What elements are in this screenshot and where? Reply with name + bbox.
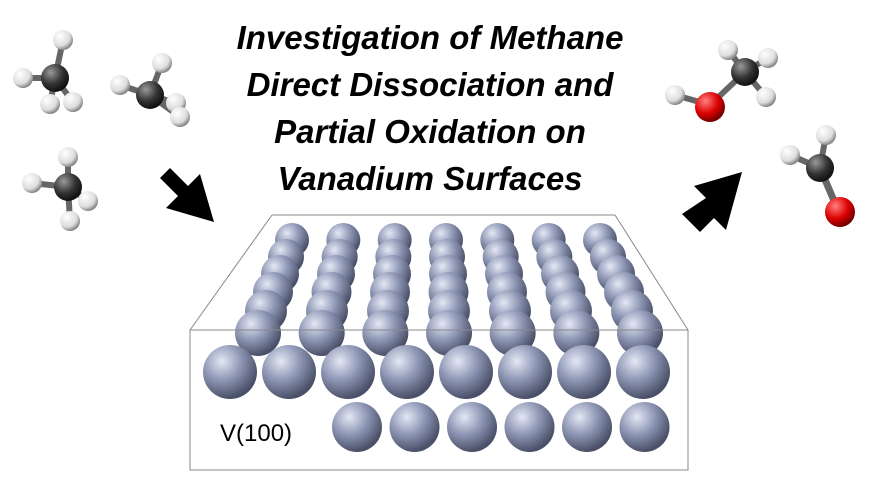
hydrogen-atom bbox=[110, 75, 130, 95]
vanadium-atom bbox=[389, 402, 440, 452]
hydrogen-atom bbox=[58, 147, 78, 167]
vanadium-atom bbox=[298, 310, 345, 356]
hydrogen-atom bbox=[78, 191, 98, 211]
arrow-up-right-icon bbox=[682, 172, 742, 232]
carbon-atom bbox=[41, 64, 69, 92]
title-line-4: Vanadium Surfaces bbox=[277, 160, 583, 197]
hydrogen-atom bbox=[22, 173, 42, 193]
arrow-down-right-icon bbox=[160, 168, 214, 222]
vanadium-atom bbox=[426, 310, 472, 356]
hydrogen-atom bbox=[756, 87, 776, 107]
title: Investigation of Methane Direct Dissocia… bbox=[190, 14, 670, 202]
molecules bbox=[13, 30, 855, 231]
hydrogen-atom bbox=[816, 125, 836, 145]
hydrogen-atom bbox=[40, 94, 60, 114]
hydrogen-atom bbox=[665, 85, 685, 105]
oxygen-atom bbox=[825, 197, 855, 227]
vanadium-atom bbox=[617, 310, 663, 356]
surface-box-front bbox=[189, 329, 689, 471]
hydrogen-atom bbox=[13, 68, 33, 88]
oxygen-atom bbox=[695, 92, 725, 122]
hydrogen-atom bbox=[152, 53, 172, 73]
vanadium-atom bbox=[557, 345, 611, 399]
vanadium-atom bbox=[619, 402, 670, 452]
carbon-atom bbox=[136, 81, 164, 109]
carbon-atom bbox=[54, 173, 82, 201]
hydrogen-atom bbox=[170, 107, 190, 127]
vanadium-atom bbox=[616, 345, 670, 399]
hydrogen-atom bbox=[53, 30, 73, 50]
hydrogen-atom bbox=[60, 211, 80, 231]
vanadium-atom bbox=[235, 310, 281, 356]
vanadium-atom bbox=[262, 345, 316, 399]
title-line-3: Partial Oxidation on bbox=[274, 113, 586, 150]
vanadium-atom bbox=[380, 345, 434, 399]
carbon-atom bbox=[806, 154, 834, 182]
vanadium-atom bbox=[489, 310, 536, 356]
vanadium-atom bbox=[562, 402, 612, 452]
vanadium-atom bbox=[203, 345, 257, 399]
hydrogen-atom bbox=[718, 40, 738, 60]
vanadium-atoms bbox=[203, 223, 670, 452]
carbon-atom bbox=[731, 58, 759, 86]
surface-box-back bbox=[189, 214, 689, 331]
vanadium-atom bbox=[447, 402, 497, 452]
vanadium-atom bbox=[362, 310, 409, 356]
hydrogen-atom bbox=[758, 48, 778, 68]
vanadium-atom bbox=[439, 345, 493, 399]
vanadium-atom bbox=[321, 345, 375, 399]
surface-label: V(100) bbox=[216, 420, 297, 448]
vanadium-atom bbox=[332, 402, 382, 452]
hydrogen-atom bbox=[63, 92, 83, 112]
vanadium-atom bbox=[553, 310, 600, 356]
vanadium-atom bbox=[504, 402, 555, 452]
title-line-1: Investigation of Methane bbox=[236, 19, 624, 56]
hydrogen-atom bbox=[780, 145, 800, 165]
vanadium-atom bbox=[498, 345, 552, 399]
title-line-2: Direct Dissociation and bbox=[246, 66, 614, 103]
